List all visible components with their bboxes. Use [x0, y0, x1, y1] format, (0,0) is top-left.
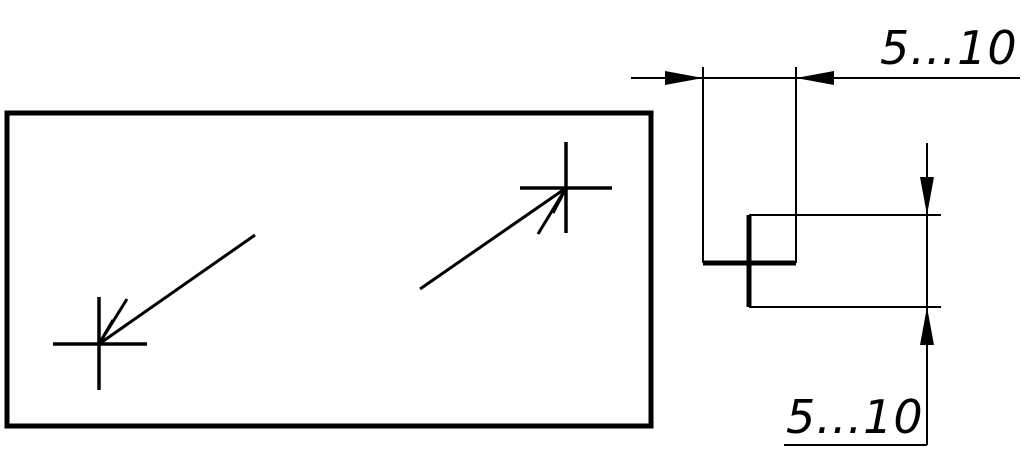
arrowhead-up — [920, 307, 934, 345]
horizontal-dimension-label: 5...10 — [880, 21, 1018, 75]
vertical-dimension — [749, 143, 941, 446]
horizontal-dimension — [631, 67, 1020, 263]
arrowhead-right — [665, 71, 703, 85]
corner-detail — [703, 215, 796, 307]
crosshair-mark-right — [520, 142, 612, 233]
leader-arrow-left — [97, 233, 256, 346]
leader-arrow-right — [419, 186, 568, 291]
arrowhead-left — [796, 71, 834, 85]
outer-frame — [4, 110, 654, 429]
arrowhead-down — [920, 177, 934, 215]
vertical-dimension-label: 5...10 — [786, 390, 924, 444]
